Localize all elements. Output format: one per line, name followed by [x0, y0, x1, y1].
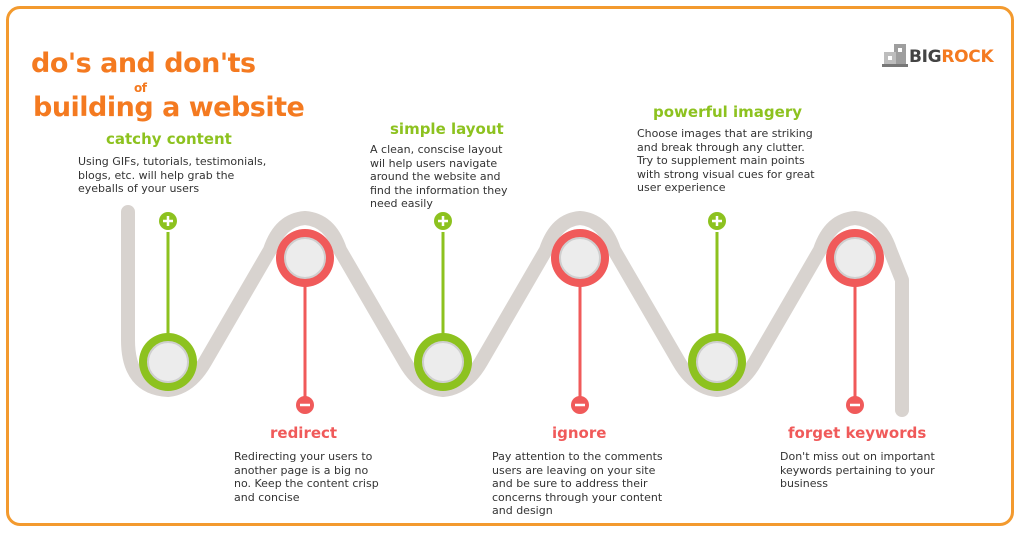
dont-heading-ignore: ignore	[552, 424, 607, 442]
timeline-track	[121, 205, 909, 417]
brand-big: BIG	[909, 47, 942, 67]
dont-node	[276, 229, 334, 287]
do-heading-powerful-imagery: powerful imagery	[653, 103, 803, 121]
title-line-1: do's and don'ts	[31, 48, 256, 79]
building-blocks-icon	[882, 44, 908, 67]
do-node	[139, 333, 197, 391]
do-text-powerful-imagery: Choose images that are striking and brea…	[637, 127, 815, 194]
do-node	[414, 333, 472, 391]
plus-icon	[159, 212, 177, 230]
dont-heading-forget-keywords: forget keywords	[788, 424, 927, 442]
dont-node	[551, 229, 609, 287]
do-heading-catchy-content: catchy content	[106, 130, 232, 148]
infographic-frame	[6, 6, 1014, 526]
dont-heading-redirect: redirect	[270, 424, 338, 442]
brand-logo: BIGROCK	[909, 47, 994, 67]
plus-icon	[708, 212, 726, 230]
do-text-catchy-content: Using GIFs, tutorials, testimonials, blo…	[78, 155, 267, 195]
dont-text-forget-keywords: Don't miss out on important keywords per…	[780, 450, 935, 490]
title-connector: of	[134, 81, 147, 95]
do-text-simple-layout: A clean, conscise layout wil help users …	[370, 143, 508, 210]
dont-node	[826, 229, 884, 287]
minus-icon	[846, 396, 864, 414]
dont-text-ignore: Pay attention to the comments users are …	[492, 450, 663, 517]
title-line-2: building a website	[33, 92, 305, 123]
brand-rock: ROCK	[941, 47, 994, 67]
plus-icon	[434, 212, 452, 230]
minus-icon	[571, 396, 589, 414]
dont-text-redirect: Redirecting your users to another page i…	[234, 450, 379, 504]
minus-icon	[296, 396, 314, 414]
do-node	[688, 333, 746, 391]
do-heading-simple-layout: simple layout	[390, 120, 504, 138]
